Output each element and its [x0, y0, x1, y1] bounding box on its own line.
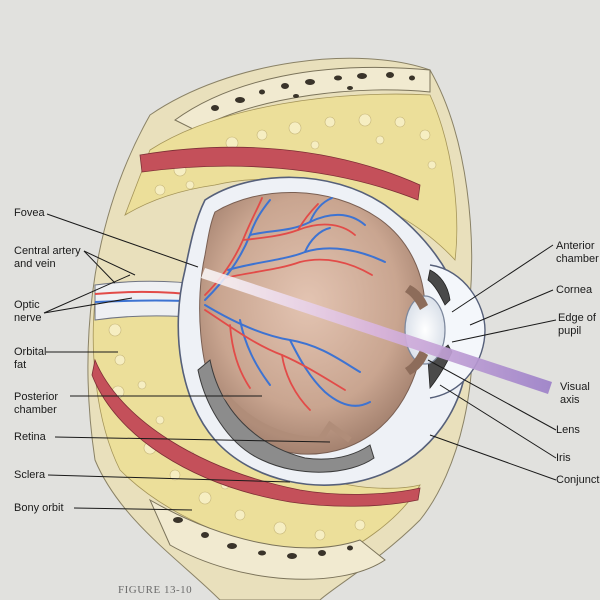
leader-lines [43, 213, 557, 511]
label-sclera: Sclera [14, 469, 46, 481]
label-bony-orbit: Bony orbit [14, 502, 64, 514]
inferior-rectus-muscle [91, 358, 421, 507]
figure-caption: FIGURE 13-10 [118, 584, 193, 596]
label-central-artery-vein: Central artery and vein [14, 245, 81, 270]
label-edge-of-pupil: Edge of pupil [558, 312, 596, 337]
visual-axis-bar [201, 268, 552, 394]
bony-orbit-top [174, 66, 431, 131]
bone-pores-bottom [173, 517, 353, 559]
label-iris: Iris [556, 452, 571, 464]
fundus-interior [199, 192, 426, 455]
label-fovea: Fovea [14, 207, 45, 219]
label-conjunctiva: Conjunctiv [556, 474, 600, 486]
superior-rectus-muscle [139, 146, 421, 201]
label-visual-axis: Visual axis [560, 381, 590, 406]
label-posterior-chamber: Posterior chamber [14, 391, 59, 416]
bony-orbit-bottom [148, 498, 386, 580]
label-anterior-chamber: Anterior chamber [556, 240, 599, 265]
label-cornea: Cornea [556, 284, 593, 296]
label-optic-nerve: Optic nerve [14, 299, 42, 324]
label-orbital-fat: Orbital fat [14, 346, 47, 371]
iris-shape [427, 269, 451, 306]
label-retina: Retina [14, 431, 46, 443]
retina-layer-band [197, 359, 375, 473]
label-lens: Lens [556, 424, 580, 436]
bone-pores-top [211, 72, 415, 120]
